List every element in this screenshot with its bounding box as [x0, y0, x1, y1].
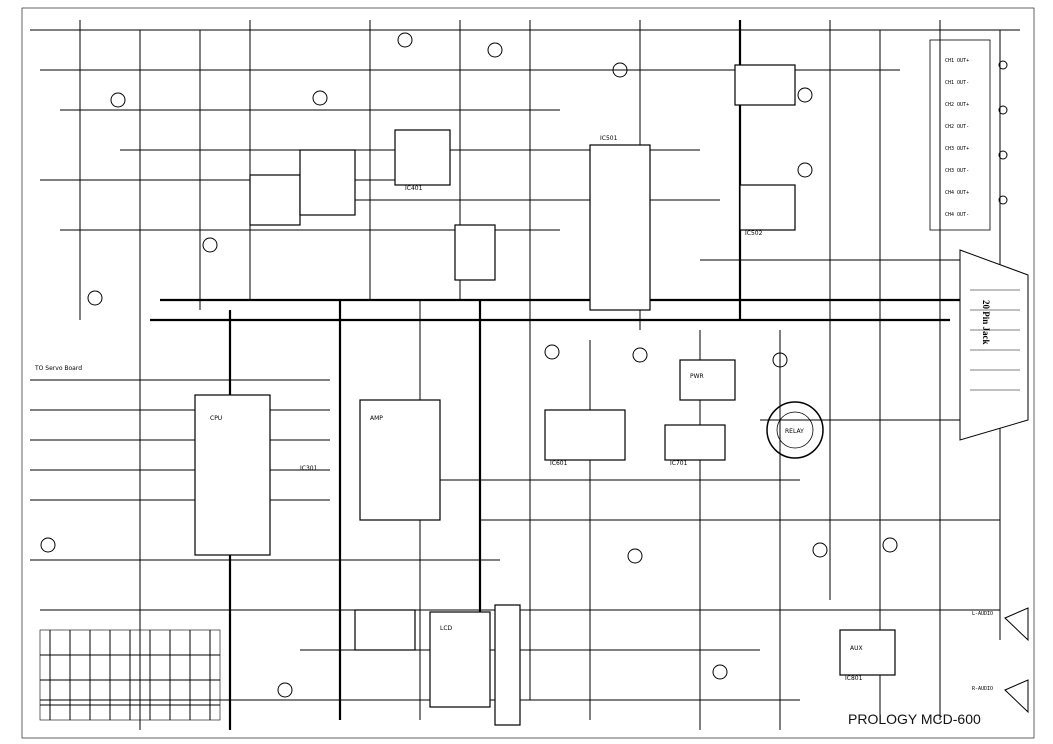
ic-label: IC601 — [550, 460, 568, 467]
ic-block — [249, 174, 301, 226]
horizontal-wires — [30, 29, 1020, 701]
output-label: CH2 OUT- — [945, 124, 969, 130]
ic-block — [839, 629, 896, 676]
ic-block — [194, 394, 271, 556]
ic-block — [454, 224, 496, 281]
input-label: R-AUDIO — [972, 686, 993, 692]
input-label: L-AUDIO — [972, 611, 993, 617]
output-jacks: CH1 OUT+ CH1 OUT- CH2 OUT+ CH2 OUT- CH3 … — [929, 39, 1008, 231]
jack-icon — [998, 60, 1008, 70]
jack-icon — [998, 105, 1008, 115]
ic-blocks — [194, 64, 896, 726]
output-label: CH2 OUT+ — [945, 102, 969, 108]
transistor — [40, 537, 56, 553]
vertical-wires — [79, 20, 1001, 730]
transistor — [632, 347, 648, 363]
transistor — [312, 90, 328, 106]
output-label: CH3 OUT+ — [945, 146, 969, 152]
transistor — [712, 664, 728, 680]
transistor — [87, 290, 103, 306]
ic-block — [354, 609, 416, 651]
relay-label: RELAY — [785, 428, 804, 435]
part-label: PWR — [690, 373, 704, 380]
ic-block — [299, 149, 356, 216]
transistor — [882, 537, 898, 553]
ic-label: IC801 — [845, 675, 863, 682]
output-label: CH4 OUT+ — [945, 190, 969, 196]
ic-block — [589, 144, 651, 311]
transistor — [797, 87, 813, 103]
ic-block — [664, 424, 726, 461]
servo-board-label: TO Servo Board — [34, 365, 82, 372]
ic-block — [394, 129, 451, 186]
transistor — [277, 682, 293, 698]
output-label: CH3 OUT- — [945, 168, 969, 174]
transistor — [612, 62, 628, 78]
output-label: CH1 OUT- — [945, 80, 969, 86]
schematic-border — [21, 7, 1035, 739]
ic-label: IC501 — [600, 135, 618, 142]
ic-block — [734, 64, 796, 106]
ic-block — [359, 399, 441, 521]
output-label: CH1 OUT+ — [945, 58, 969, 64]
transistor — [544, 344, 560, 360]
twenty-pin-connector: 20 Pin Jack — [959, 249, 1029, 441]
ic-block — [739, 184, 796, 231]
jack-icon — [998, 195, 1008, 205]
transistor — [397, 32, 413, 48]
jack-icon — [998, 150, 1008, 160]
aux-jacks: L-AUDIO R-AUDIO — [972, 607, 1029, 714]
ic-block — [429, 611, 491, 708]
part-label: AUX — [850, 645, 863, 652]
part-labels: CPU AMP LCD PWR AUX — [210, 373, 863, 652]
ic-label: IC301 — [300, 465, 318, 472]
part-label: AMP — [370, 415, 383, 422]
transistors — [40, 32, 898, 698]
ic-label: IC701 — [670, 460, 688, 467]
transistor — [772, 352, 788, 368]
ic-block — [494, 604, 521, 726]
connector-label: 20 Pin Jack — [981, 300, 991, 345]
transistor — [487, 42, 503, 58]
transistor — [202, 237, 218, 253]
transistor — [627, 548, 643, 564]
transistor — [110, 92, 126, 108]
part-label: CPU — [210, 415, 222, 422]
diagram-title: PROLOGY MCD-600 — [848, 711, 981, 727]
ic-block — [544, 409, 626, 461]
output-label: CH4 OUT- — [945, 212, 969, 218]
ic-labels: IC301 IC401 IC501 IC502 IC601 IC701 IC80… — [300, 135, 863, 682]
ic-block — [679, 359, 736, 401]
part-label: LCD — [440, 625, 453, 632]
ic-label: IC401 — [405, 185, 423, 192]
transistor — [812, 542, 828, 558]
relay: RELAY — [766, 401, 824, 459]
ic-label: IC502 — [745, 230, 763, 237]
transistor — [797, 162, 813, 178]
resistor-array — [39, 629, 221, 721]
